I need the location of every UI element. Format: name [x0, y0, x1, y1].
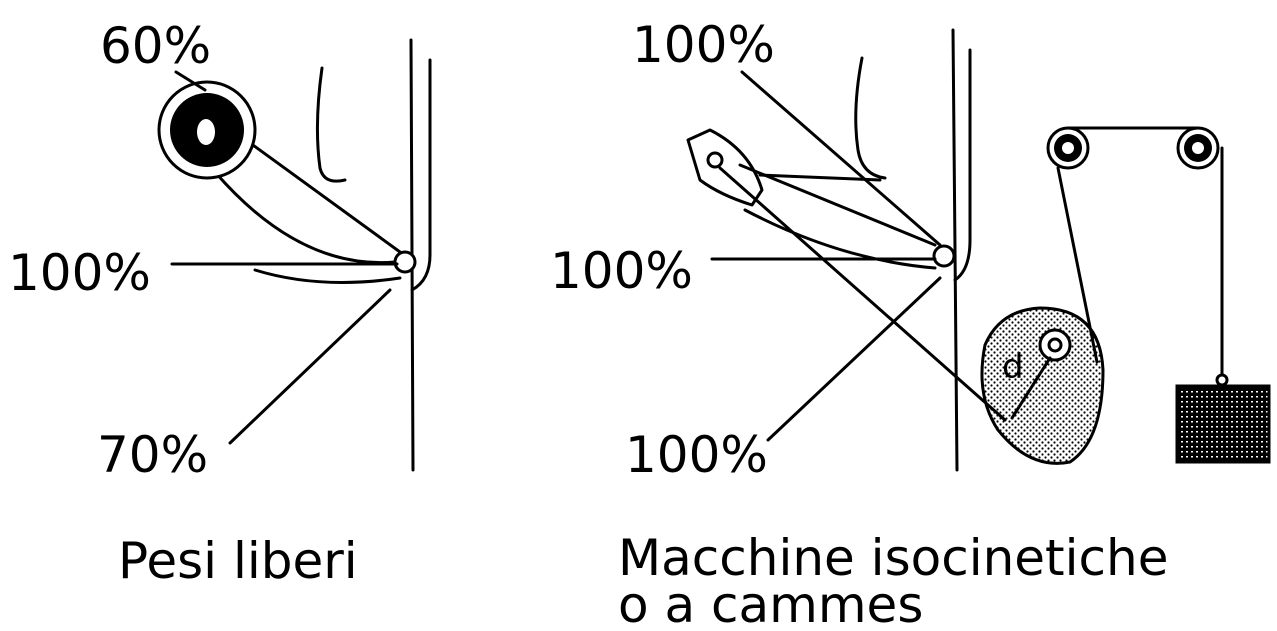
- cable-cam-to-pulley: [1056, 166, 1099, 364]
- label-100-percent-top: 100%: [632, 16, 775, 74]
- leader-line-100-bottom: [766, 276, 942, 442]
- upper-arm: [253, 268, 402, 284]
- label-70-percent: 70%: [97, 426, 208, 484]
- label-100-percent-left: 100%: [8, 244, 151, 302]
- weight-hub: [197, 119, 215, 145]
- face-curve: [315, 66, 347, 183]
- face-curve-right: [854, 56, 887, 180]
- cam-axle-inner: [1047, 337, 1063, 353]
- leader-line-70: [228, 288, 392, 445]
- body-outline-right: [951, 28, 972, 472]
- elbow-joint-right: [932, 244, 956, 268]
- lever-pad: [686, 128, 764, 207]
- pulley-right-hub: [1192, 142, 1204, 154]
- cam-label-d: d: [1002, 347, 1024, 387]
- forearm-right: [738, 163, 937, 270]
- free-weights-diagram: 60% 100% 70% Pesi liberi: [8, 17, 432, 590]
- cable-lever-to-cam: [718, 166, 1007, 422]
- pulley-left-hub: [1062, 142, 1074, 154]
- forearm: [213, 130, 402, 265]
- lever-arm-right: [758, 173, 882, 182]
- isokinetic-machine-diagram: d 100% 100% 100% Macchine isocinetiche o…: [550, 16, 1271, 631]
- caption-isokinetic-line1: Macchine isocinetiche: [618, 529, 1169, 587]
- lever-pivot: [706, 151, 724, 169]
- weight-stack: [1175, 384, 1271, 464]
- label-100-percent-bottom: 100%: [625, 426, 768, 484]
- cam-radius-line: [1010, 356, 1052, 420]
- elbow-joint: [393, 250, 417, 274]
- caption-isokinetic-line2: o a cammes: [618, 576, 923, 631]
- label-100-percent-middle: 100%: [550, 242, 693, 300]
- leader-line-60: [174, 70, 207, 92]
- weight-hook: [1215, 373, 1229, 387]
- caption-free-weights: Pesi liberi: [118, 532, 358, 590]
- cam-shape: [980, 306, 1105, 465]
- leader-line-100-top: [740, 70, 942, 247]
- label-60-percent: 60%: [100, 17, 211, 75]
